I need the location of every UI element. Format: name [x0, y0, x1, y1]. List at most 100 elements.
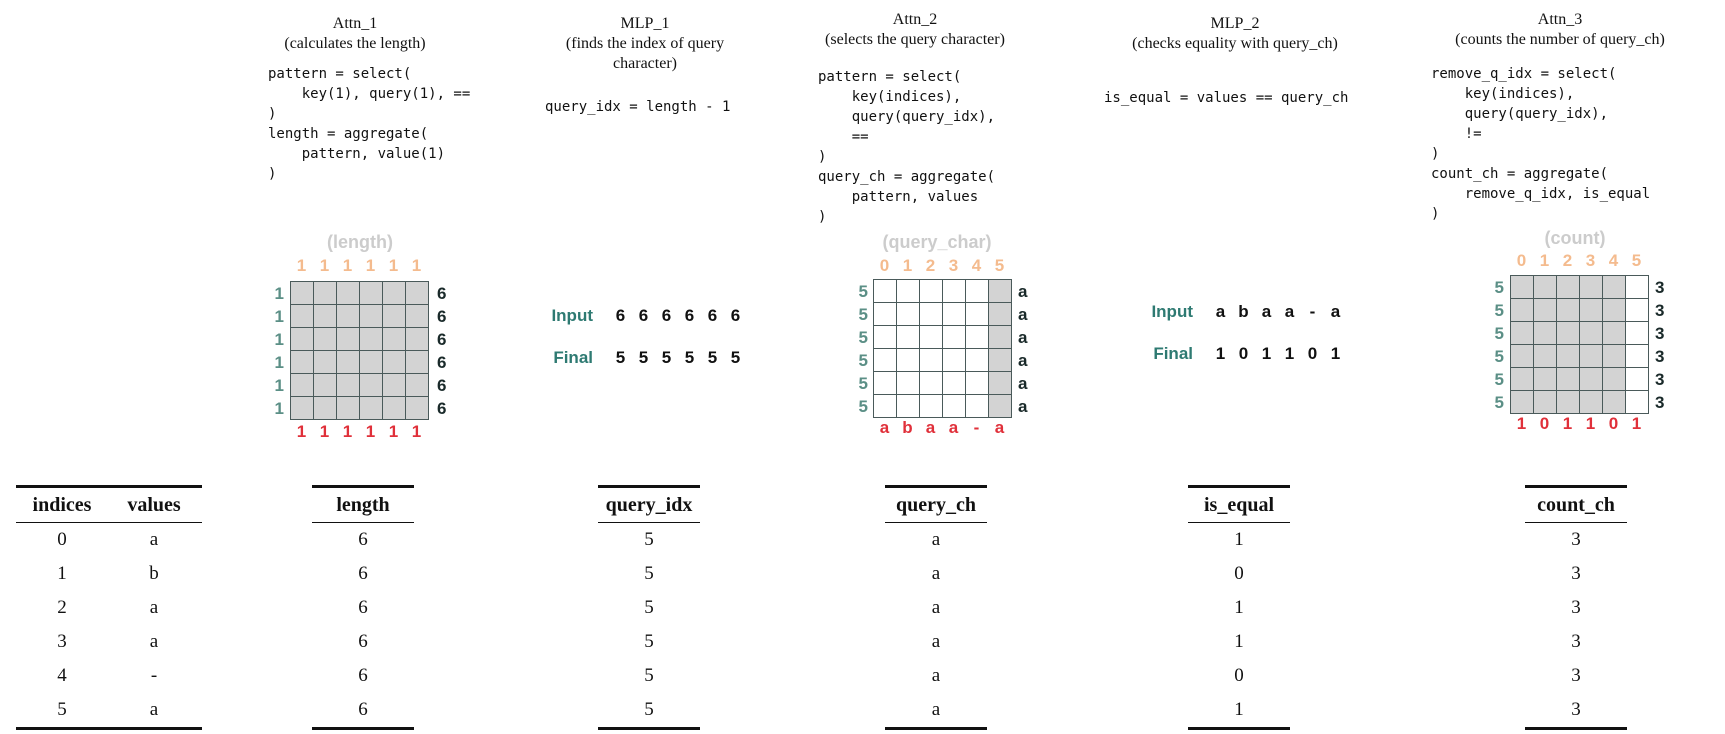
attn2-keys-item: 0	[879, 256, 890, 275]
grid-cell-selected	[1510, 390, 1534, 414]
table-cell: 5	[644, 597, 654, 618]
table-cell: 6	[358, 665, 368, 686]
attn3-outputs-item: 1	[1585, 414, 1596, 433]
grid-cell-selected	[1556, 298, 1580, 322]
attn2-queries-item: 5	[858, 305, 868, 324]
attn1-outputs-item: 1	[319, 422, 330, 441]
table-cell: 5	[598, 693, 700, 730]
attn2-outputs-item: a	[925, 418, 936, 437]
attn2-name: Attn_2	[892, 11, 938, 28]
attn1-results-item: 6	[437, 353, 447, 372]
attn1-code: pattern = select( key(1), query(1), == )…	[268, 66, 471, 182]
grid-cell-selected	[405, 350, 429, 374]
grid-cell-selected	[1579, 298, 1603, 322]
attn1-outputs-item: 1	[411, 422, 422, 441]
grid-cell-selected	[405, 396, 429, 420]
table-cell: 5	[644, 563, 654, 584]
attn2-keys-item: 1	[902, 256, 913, 275]
grid-cell-selected	[359, 396, 383, 420]
mlp2-input-values-item: a	[1261, 302, 1272, 321]
grid-cell	[896, 348, 920, 372]
attn3-outputs-item: 0	[1608, 414, 1619, 433]
attn2-outputs-item: a	[948, 418, 959, 437]
grid-cell-selected	[1602, 344, 1626, 368]
grid-cell	[919, 348, 943, 372]
grid-cell-selected	[1579, 390, 1603, 414]
attn1-outputs-item: 1	[342, 422, 353, 441]
grid-row	[290, 304, 429, 328]
grid-cell	[896, 394, 920, 418]
grid-cell-selected	[290, 350, 314, 374]
grid-row	[1510, 275, 1649, 299]
grid-cell-selected	[988, 279, 1012, 303]
grid-cell	[965, 371, 989, 395]
grid-cell	[896, 371, 920, 395]
grid-cell-selected	[313, 396, 337, 420]
grid-cell-selected	[382, 327, 406, 351]
attn3-queries-item: 5	[1494, 324, 1504, 343]
mlp1-input-values-item: 6	[730, 306, 741, 325]
grid-cell-selected	[1510, 275, 1534, 299]
attn2-subtitle: (selects the query character)	[825, 31, 1005, 48]
grid-cell-selected	[313, 281, 337, 305]
table-cell: 1	[1234, 631, 1244, 652]
mlp1-code: query_idx = length - 1	[545, 99, 731, 115]
grid-cell-selected	[382, 373, 406, 397]
attn2-results-item: a	[1018, 351, 1028, 370]
grid-row	[873, 348, 1012, 372]
attn2-queries-item: 5	[858, 282, 868, 301]
grid-cell-selected	[405, 373, 429, 397]
grid-cell-selected	[988, 325, 1012, 349]
table-cell: a	[931, 665, 941, 686]
grid-cell-selected	[290, 396, 314, 420]
mlp1-input-values-item: 6	[615, 306, 626, 325]
attn2-results-item: a	[1018, 397, 1028, 416]
table-cell: 3	[1571, 529, 1581, 550]
attn2-results-item: a	[1018, 374, 1028, 393]
mlp2-input-values-item: a	[1330, 302, 1341, 321]
grid-row	[873, 371, 1012, 395]
mlp2-input-values-item: b	[1238, 302, 1249, 321]
grid-cell	[873, 325, 897, 349]
attn3-outputs-item: 0	[1539, 414, 1550, 433]
table-cell: a	[885, 693, 987, 730]
input-table-header-indices: indices	[32, 494, 92, 516]
grid-cell	[896, 325, 920, 349]
grid-cell	[919, 394, 943, 418]
mlp2-final-values-item: 1	[1330, 344, 1341, 363]
attn2-results-item: a	[1018, 305, 1028, 324]
attn3-attention-grid	[1510, 275, 1649, 414]
grid-cell-selected	[359, 304, 383, 328]
attn3-queries-item: 5	[1494, 347, 1504, 366]
grid-cell-selected	[1579, 275, 1603, 299]
mlp1-final-values-item: 5	[707, 348, 718, 367]
attn3-keys-item: 3	[1585, 251, 1596, 270]
table-cell: 3	[1571, 631, 1581, 652]
attn3-keys-item: 2	[1562, 251, 1573, 270]
attn1-keys-item: 1	[365, 256, 376, 275]
grid-cell	[965, 394, 989, 418]
grid-cell-selected	[988, 394, 1012, 418]
attn1-keys-item: 1	[411, 256, 422, 275]
grid-cell-selected	[313, 304, 337, 328]
grid-cell-selected	[988, 348, 1012, 372]
attn1-keys-item: 1	[319, 256, 330, 275]
attn3-queries-item: 5	[1494, 370, 1504, 389]
grid-cell-selected	[336, 350, 360, 374]
mlp1-input-values-item: 6	[638, 306, 649, 325]
attn1-title: Attn_1 (calculates the length)	[260, 14, 450, 54]
mlp2-subtitle: (checks equality with query_ch)	[1132, 35, 1338, 52]
mlp2-final-values-item: 1	[1284, 344, 1295, 363]
grid-cell-selected	[290, 327, 314, 351]
grid-cell	[1625, 367, 1649, 391]
